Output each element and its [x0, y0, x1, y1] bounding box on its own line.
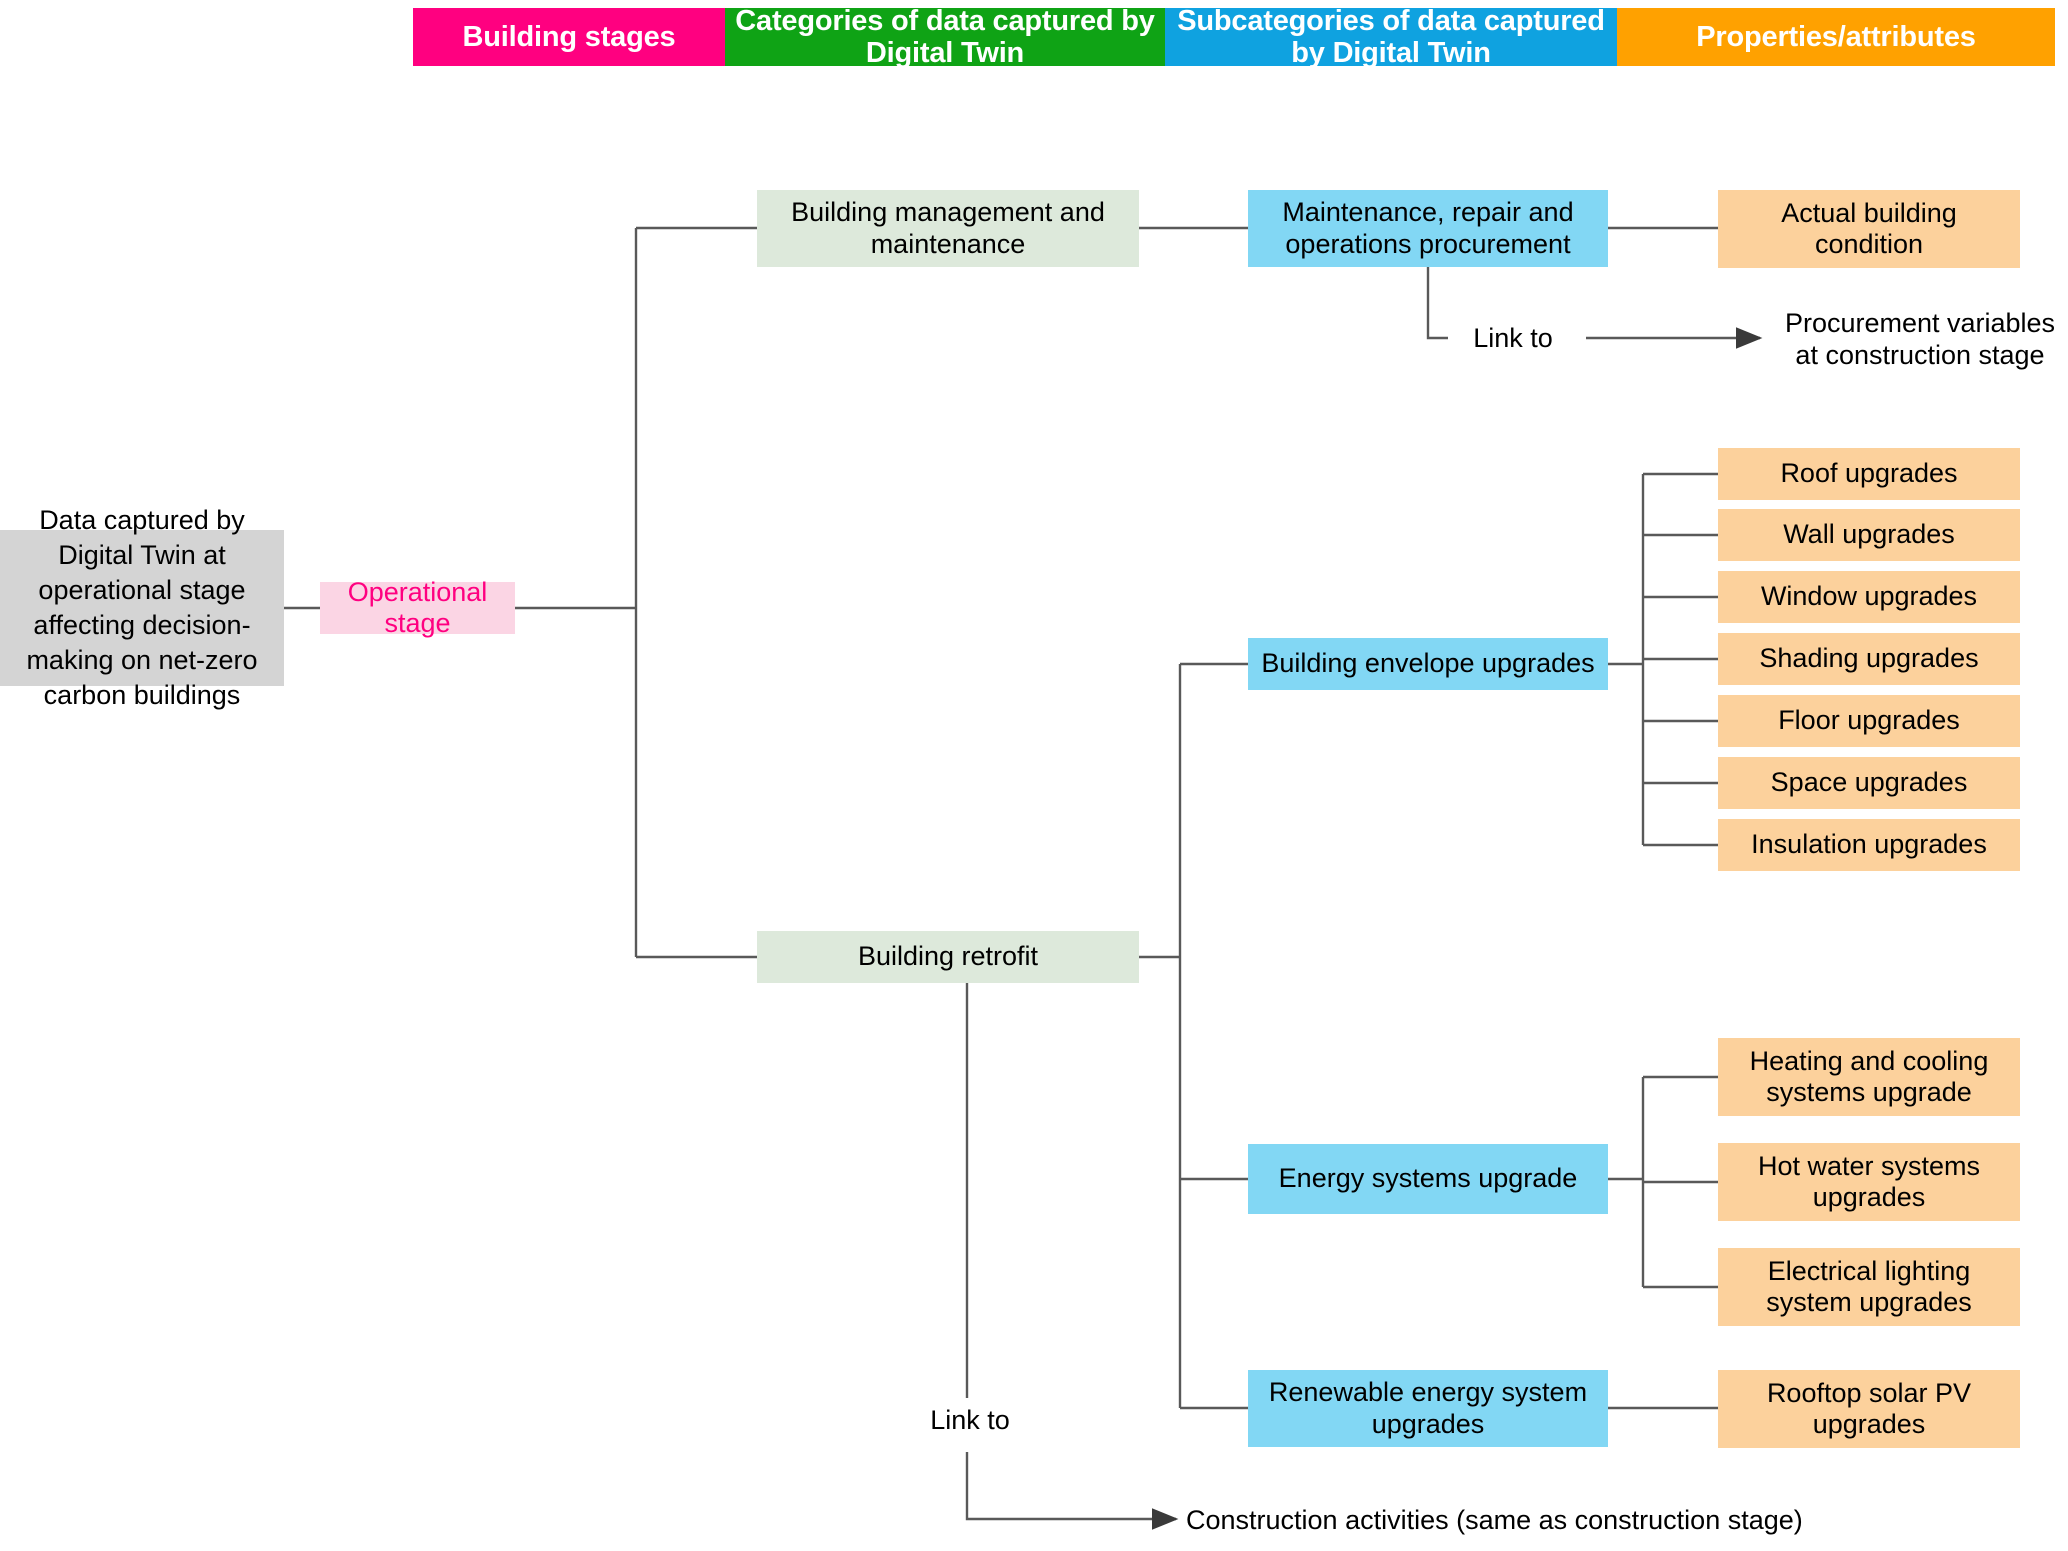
header-label: Subcategories of data captured by Digita… — [1177, 4, 1605, 69]
node-actual-building-condition: Actual building condition — [1718, 190, 2020, 268]
node-roof-upgrades: Roof upgrades — [1718, 448, 2020, 500]
node-label: Renewable energy system upgrades — [1268, 1377, 1588, 1439]
node-floor-upgrades: Floor upgrades — [1718, 695, 2020, 747]
node-shading-upgrades: Shading upgrades — [1718, 633, 2020, 685]
node-label: Insulation upgrades — [1751, 829, 1987, 860]
node-label: Shading upgrades — [1759, 643, 1979, 674]
node-energy-systems-upgrade: Energy systems upgrade — [1248, 1144, 1608, 1214]
link-label-construction: Link to — [905, 1400, 1035, 1440]
node-space-upgrades: Space upgrades — [1718, 757, 2020, 809]
link-label-procurement: Link to — [1448, 318, 1578, 358]
header-label: Properties/attributes — [1696, 20, 1976, 53]
node-label: Floor upgrades — [1778, 705, 1960, 736]
node-rooftop-solar-pv-upgrades: Rooftop solar PV upgrades — [1718, 1370, 2020, 1448]
header-label: Categories of data captured by Digital T… — [735, 4, 1155, 69]
node-label: Rooftop solar PV upgrades — [1766, 1377, 1972, 1439]
node-building-retrofit: Building retrofit — [757, 931, 1139, 983]
node-window-upgrades: Window upgrades — [1718, 571, 2020, 623]
link-label-text: Link to — [1473, 322, 1553, 353]
node-building-management-and-maintenance: Building management and maintenance — [757, 190, 1139, 267]
node-label: Building management and maintenance — [791, 197, 1105, 259]
node-label: Maintenance, repair and operations procu… — [1282, 197, 1574, 259]
link-target-text: Construction activities (same as constru… — [1186, 1504, 1803, 1535]
node-label: Building envelope upgrades — [1261, 648, 1595, 679]
node-renewable-energy-system-upgrades: Renewable energy system upgrades — [1248, 1370, 1608, 1447]
link-target-construction-activities: Construction activities (same as constru… — [1186, 1500, 1886, 1540]
node-hot-water-systems-upgrades: Hot water systems upgrades — [1718, 1143, 2020, 1221]
header-subcategories: Subcategories of data captured by Digita… — [1165, 5, 1617, 69]
node-label: Window upgrades — [1760, 581, 1978, 612]
node-label: Roof upgrades — [1780, 458, 1958, 489]
node-label: Hot water systems upgrades — [1757, 1150, 1981, 1212]
link-target-text: Procurement variables at construction st… — [1784, 307, 2056, 370]
header-categories: Categories of data captured by Digital T… — [725, 5, 1165, 69]
node-label: Heating and cooling systems upgrade — [1749, 1045, 1989, 1107]
node-building-envelope-upgrades: Building envelope upgrades — [1248, 638, 1608, 690]
node-wall-upgrades: Wall upgrades — [1718, 509, 2020, 561]
node-label: Electrical lighting system upgrades — [1766, 1255, 1972, 1317]
node-operational-stage: Operational stage — [320, 577, 515, 638]
node-label: Data captured by Digital Twin at operati… — [26, 504, 258, 711]
link-target-procurement-variables: Procurement variables at construction st… — [1770, 303, 2068, 375]
header-properties: Properties/attributes — [1617, 8, 2055, 66]
node-label: Operational stage — [347, 576, 488, 638]
node-root: Data captured by Digital Twin at operati… — [0, 505, 284, 710]
node-label: Building retrofit — [857, 941, 1039, 972]
node-label: Space upgrades — [1770, 767, 1968, 798]
node-heating-and-cooling-systems-upgrade: Heating and cooling systems upgrade — [1718, 1038, 2020, 1116]
node-label: Energy systems upgrade — [1278, 1163, 1578, 1194]
header-label: Building stages — [462, 20, 676, 53]
node-insulation-upgrades: Insulation upgrades — [1718, 819, 2020, 871]
link-label-text: Link to — [930, 1404, 1010, 1435]
node-label: Wall upgrades — [1783, 519, 1955, 550]
node-label: Actual building condition — [1781, 197, 1957, 259]
node-electrical-lighting-system-upgrades: Electrical lighting system upgrades — [1718, 1248, 2020, 1326]
node-maintenance-repair-operations-procurement: Maintenance, repair and operations procu… — [1248, 190, 1608, 267]
header-building-stages: Building stages — [413, 8, 725, 66]
